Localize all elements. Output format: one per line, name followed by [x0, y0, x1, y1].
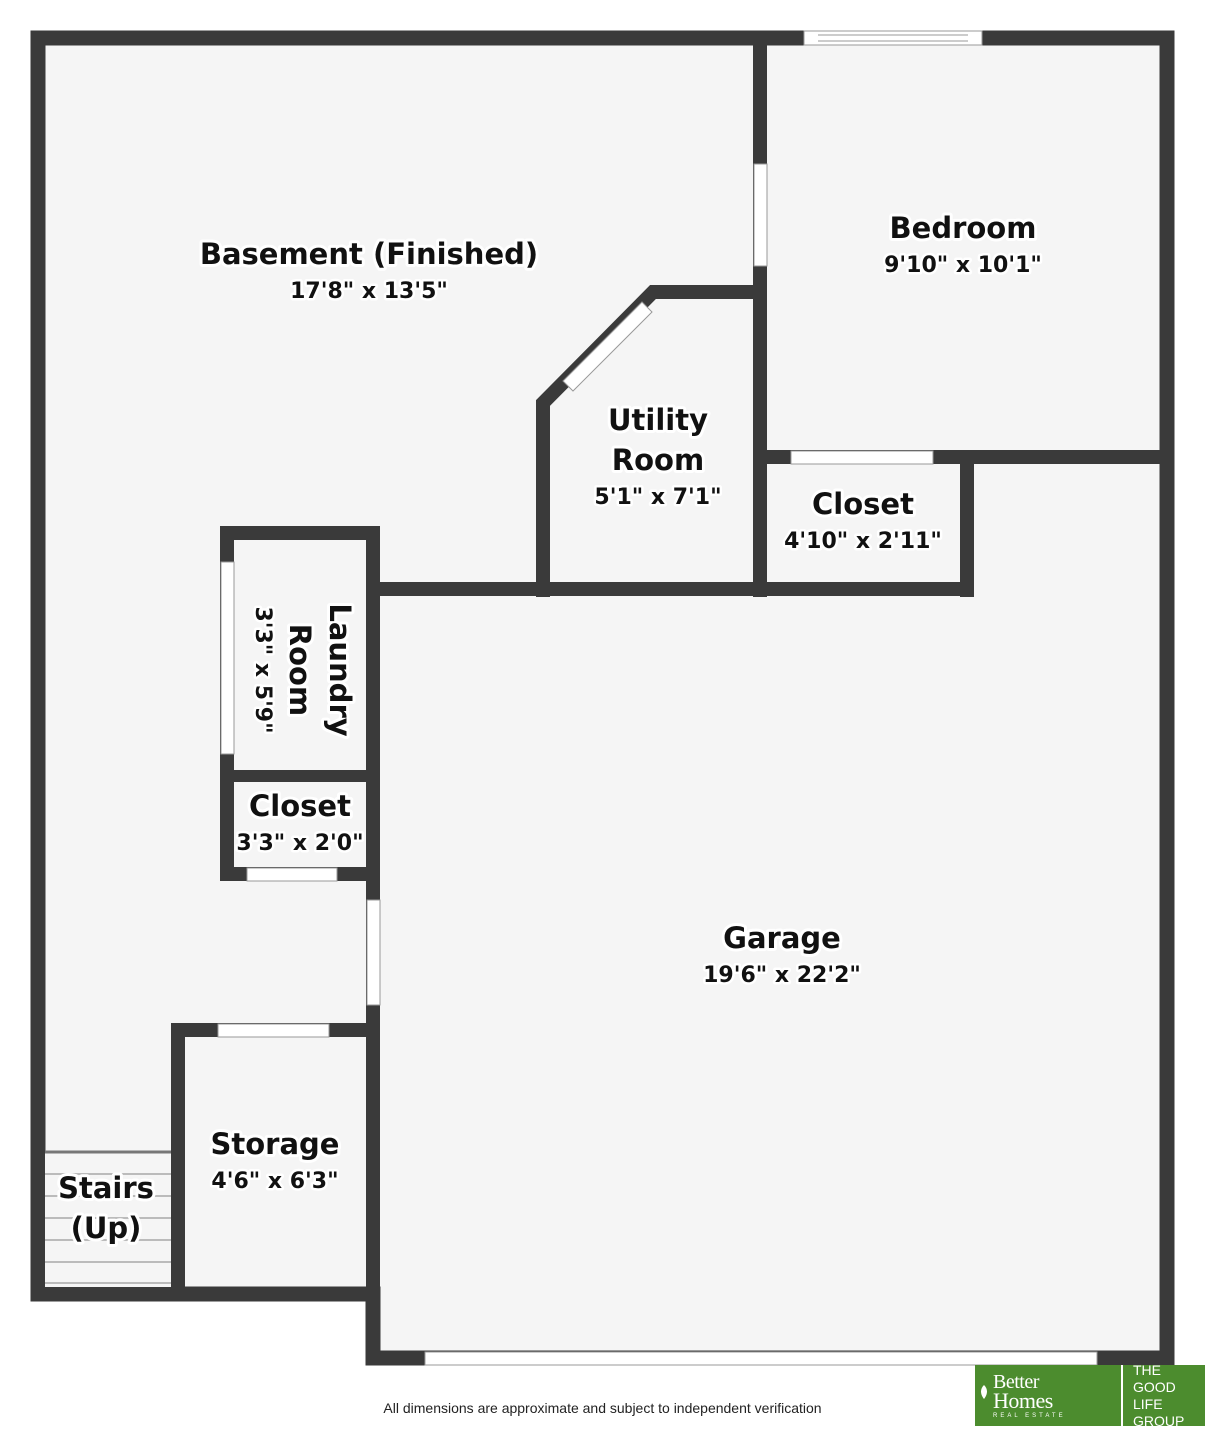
- utility-dims: 5'1" x 7'1": [594, 485, 721, 510]
- logo-brand-line2: Homes: [993, 1387, 1053, 1413]
- door-laundry: [220, 561, 235, 755]
- logo-brand: Better Homes REAL ESTATE: [975, 1365, 1123, 1426]
- small-closet-dims: 3'3" x 2'0": [236, 831, 363, 856]
- laundry-name-line1: Laundry: [323, 603, 357, 736]
- laundry-name-line2: Room: [283, 624, 317, 716]
- storage-name: Storage: [211, 1127, 340, 1161]
- door-garage-west: [366, 899, 381, 1006]
- logo-brand-line1: Better: [993, 1370, 1039, 1393]
- door-storage: [217, 1023, 330, 1038]
- basement-name: Basement (Finished): [200, 237, 538, 271]
- window-north: [803, 30, 983, 46]
- bedroom-dims: 9'10" x 10'1": [884, 253, 1042, 278]
- stairs: [45, 1150, 171, 1287]
- storage-dims: 4'6" x 6'3": [211, 1169, 338, 1194]
- bedroom-name: Bedroom: [890, 211, 1037, 245]
- garage-door: [424, 1351, 1098, 1366]
- room-labels: Basement (Finished) 17'8" x 13'5" Bedroo…: [55, 208, 1044, 1248]
- door-bedroom: [753, 163, 768, 267]
- logo-group-line1: THE: [1133, 1361, 1161, 1378]
- logo-group-line2: GOOD LIFE: [1133, 1378, 1176, 1412]
- utility-name-line1: Utility: [608, 403, 708, 437]
- laundry-label-group: Laundry Room 3'3" x 5'9": [248, 600, 361, 739]
- brokerage-logo: Better Homes REAL ESTATE THE GOOD LIFE G…: [975, 1361, 1205, 1429]
- logo-brand-sub: REAL ESTATE: [993, 1412, 1066, 1419]
- garage-dims: 19'6" x 22'2": [703, 963, 861, 988]
- leaf-icon: [981, 1385, 987, 1399]
- garage-name: Garage: [723, 921, 841, 955]
- bedroom-closet-dims: 4'10" x 2'11": [784, 529, 942, 554]
- stairs-name-line1: Stairs: [58, 1171, 154, 1205]
- basement-dims: 17'8" x 13'5": [290, 279, 448, 304]
- openings: [217, 30, 1098, 1366]
- door-utility: [562, 301, 653, 392]
- disclaimer-text: All dimensions are approximate and subje…: [383, 1400, 822, 1416]
- door-small-closet: [246, 867, 338, 882]
- utility-name-line2: Room: [612, 443, 704, 477]
- small-closet-name: Closet: [249, 789, 351, 823]
- logo-group-line3: GROUP: [1133, 1412, 1185, 1429]
- logo-group: THE GOOD LIFE GROUP: [1123, 1361, 1205, 1429]
- laundry-dims: 3'3" x 5'9": [250, 606, 275, 733]
- bedroom-closet-name: Closet: [812, 487, 914, 521]
- door-bedroom-closet: [790, 450, 934, 465]
- stairs-name-line2: (Up): [71, 1211, 142, 1245]
